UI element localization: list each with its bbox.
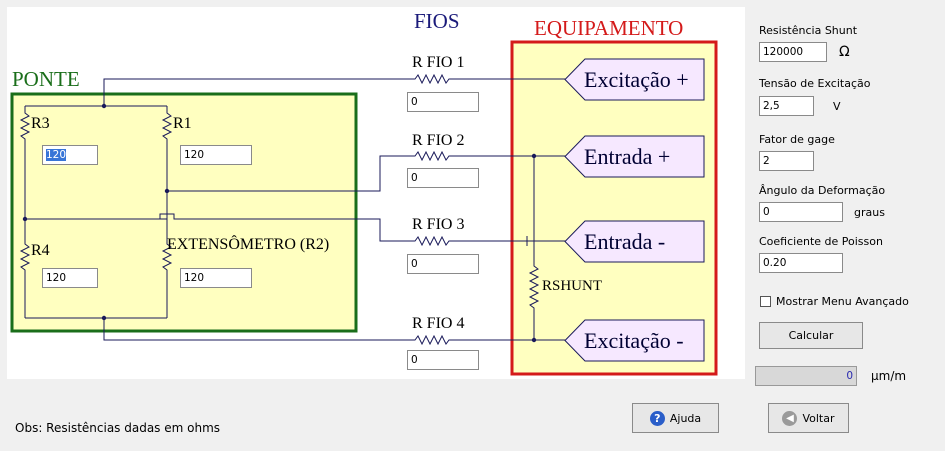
extensometro-r2-label: EXTENSÔMETRO (R2) [167, 236, 330, 253]
rshunt-label: RSHUNT [542, 278, 603, 294]
r1-label: R1 [173, 115, 192, 132]
voltar-button[interactable]: ◀ Voltar [768, 403, 849, 433]
r4-input[interactable]: 120 [42, 268, 98, 288]
gage-label: Fator de gage [759, 133, 835, 146]
wire1-label: R FIO 1 [412, 54, 465, 71]
volt-unit: V [833, 100, 841, 113]
r3-input[interactable]: 120 [42, 145, 98, 165]
entrada-neg-text: Entrada - [584, 229, 666, 254]
r4-label: R4 [31, 242, 50, 259]
wire2-input[interactable]: 0 [407, 168, 479, 188]
wire4-input[interactable]: 0 [407, 350, 479, 370]
wire3-input[interactable]: 0 [407, 254, 479, 274]
voltage-input[interactable]: 2,5 [759, 96, 814, 116]
help-icon: ? [649, 410, 665, 426]
wire3-label: R FIO 3 [412, 216, 465, 233]
fios-label: FIOS [414, 9, 460, 33]
advanced-menu-label: Mostrar Menu Avançado [776, 295, 909, 308]
obs-text: Obs: Resistências dadas em ohms [15, 421, 221, 435]
advanced-menu-checkbox[interactable] [760, 296, 771, 307]
r3-label: R3 [31, 115, 50, 132]
excitacao-pos-text: Excitação + [584, 67, 689, 92]
gage-input[interactable]: 2 [759, 151, 814, 171]
result-field: 0 [755, 366, 857, 386]
calcular-button-label: Calcular [788, 329, 834, 342]
r1-input[interactable]: 120 [180, 145, 252, 165]
ajuda-button[interactable]: ? Ajuda [632, 403, 719, 433]
entrada-pos-text: Entrada + [584, 144, 671, 169]
terminal-entrada-neg [564, 220, 705, 263]
ajuda-button-label: Ajuda [669, 411, 702, 425]
excitacao-neg-text: Excitação - [584, 328, 684, 353]
back-arrow-icon: ◀ [782, 410, 798, 426]
terminal-excitacao-pos [564, 58, 705, 101]
r2-input[interactable]: 120 [180, 268, 252, 288]
result-unit: µm/m [871, 369, 907, 383]
terminal-excitacao-neg [564, 319, 705, 362]
shunt-label: Resistência Shunt [759, 24, 858, 37]
ponte-label: PONTE [12, 67, 80, 91]
ponte-box [10, 92, 358, 333]
voltar-button-label: Voltar [802, 411, 835, 425]
ohm-unit: Ω [839, 44, 850, 60]
angle-input[interactable]: 0 [759, 202, 843, 222]
angle-label: Ângulo da Deformação [759, 184, 886, 197]
poisson-label: Coeficiente de Poisson [759, 235, 883, 248]
poisson-input[interactable]: 0.20 [759, 253, 843, 273]
equipamento-label: EQUIPAMENTO [534, 16, 684, 40]
angle-unit: graus [854, 206, 885, 219]
wire2-label: R FIO 2 [412, 132, 465, 149]
terminal-entrada-pos [564, 135, 705, 178]
shunt-input[interactable]: 120000 [759, 42, 827, 62]
calcular-button[interactable]: Calcular [759, 322, 863, 349]
wire1-input[interactable]: 0 [407, 92, 479, 112]
voltage-label: Tensão de Excitação [759, 77, 871, 90]
wire4-label: R FIO 4 [412, 315, 465, 332]
